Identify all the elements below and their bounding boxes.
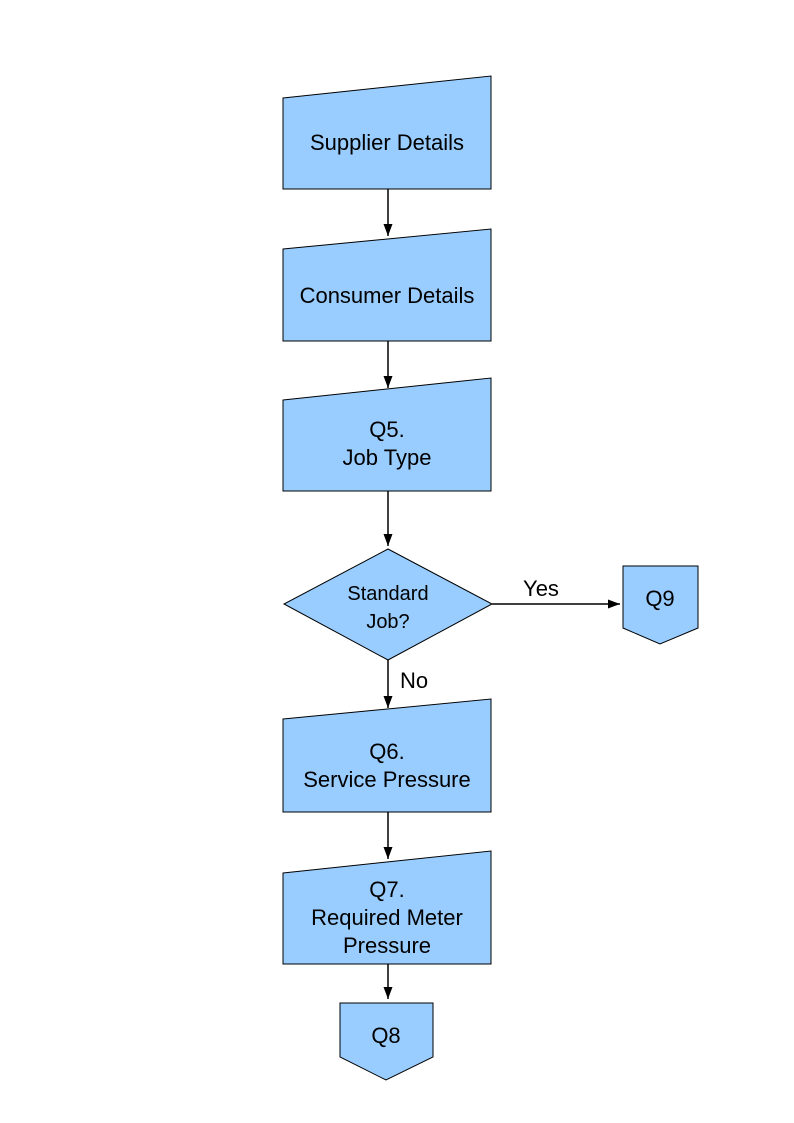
node-q8-connector: Q8 [339, 1002, 434, 1081]
node-label-line1: Q7. [369, 877, 404, 902]
node-q9-connector: Q9 [622, 565, 699, 645]
no-branch-label: No [400, 668, 428, 693]
node-label: Q9 [645, 586, 674, 611]
node-label-line2: Job Type [343, 445, 432, 470]
node-standard-job-decision: Standard Job? [282, 548, 494, 661]
node-label-line3: Pressure [343, 933, 431, 958]
node-consumer-details: Consumer Details [282, 228, 492, 342]
node-q6-service-pressure: Q6. Service Pressure [282, 698, 492, 813]
node-q7-required-meter-pressure: Q7. Required Meter Pressure [282, 850, 492, 965]
manual-input-shape [282, 850, 492, 965]
node-label: Q8 [371, 1023, 400, 1048]
yes-branch-label: Yes [523, 576, 559, 601]
node-label: Supplier Details [310, 130, 464, 155]
manual-input-shape [282, 228, 492, 342]
node-label-line1: Q5. [369, 417, 404, 442]
node-label-line2: Job? [366, 611, 409, 633]
manual-input-shape [282, 698, 492, 813]
off-page-connector-shape [339, 1002, 434, 1081]
edges-group: Yes No [383, 189, 620, 999]
node-label-line2: Required Meter [311, 905, 463, 930]
node-supplier-details: Supplier Details [282, 75, 492, 190]
manual-input-shape [282, 75, 492, 190]
decision-diamond-shape [282, 548, 494, 661]
off-page-connector-shape [622, 565, 699, 645]
node-q5-job-type: Q5. Job Type [282, 377, 492, 492]
node-label: Consumer Details [300, 283, 475, 308]
manual-input-shape [282, 377, 492, 492]
node-label-line2: Service Pressure [303, 767, 471, 792]
node-label-line1: Q6. [369, 739, 404, 764]
node-label-line1: Standard [347, 583, 428, 605]
